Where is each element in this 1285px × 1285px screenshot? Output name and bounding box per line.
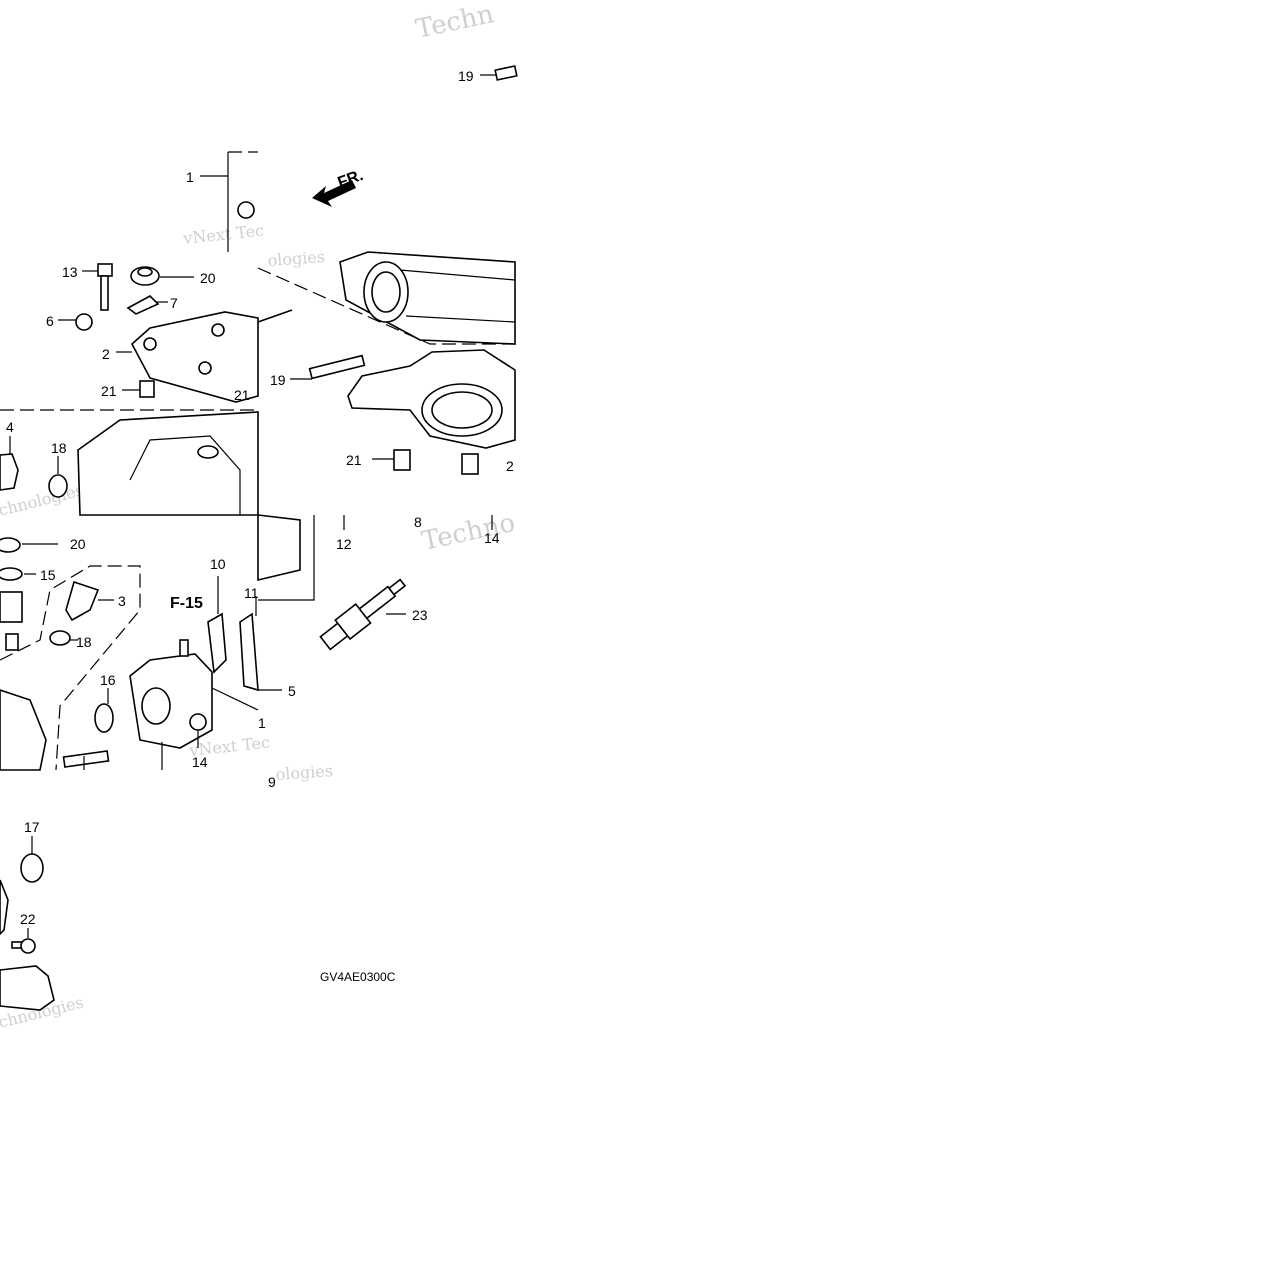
- cylinder-head-body: [0, 409, 259, 516]
- callout-1: 1: [186, 169, 194, 185]
- callout-20: 20: [70, 536, 86, 552]
- callout-9: 9: [268, 774, 276, 790]
- callout-1: 1: [258, 715, 266, 731]
- callout-12: 12: [336, 536, 352, 552]
- lower-parts-group: [0, 537, 282, 771]
- callout-14: 14: [192, 754, 208, 770]
- stud-bolt-part: [480, 65, 518, 81]
- callout-18: 18: [51, 440, 67, 456]
- callout-13: 13: [62, 264, 78, 280]
- callout-2: 2: [102, 346, 110, 362]
- callout-21: 21: [234, 387, 250, 403]
- callout-8: 8: [414, 514, 422, 530]
- head-gasket-part: [290, 349, 516, 475]
- callout-16: 16: [100, 672, 116, 688]
- callout-2: 2: [506, 458, 514, 474]
- callout-19: 19: [458, 68, 474, 84]
- callout-5: 5: [288, 683, 296, 699]
- front-direction-arrow: FR.: [312, 167, 366, 207]
- callout-7: 7: [170, 295, 178, 311]
- reference-label: F-15: [170, 595, 203, 612]
- cylinder-head-part: [257, 251, 516, 345]
- callout-14: 14: [484, 530, 500, 546]
- rocker-holder-assembly: [58, 151, 293, 403]
- callout-18: 18: [76, 634, 92, 650]
- watermark-text: Techno: [419, 508, 518, 557]
- bottom-parts-group: [0, 836, 55, 1011]
- callout-4: 4: [6, 419, 14, 435]
- callout-23: 23: [412, 607, 428, 623]
- callout-labels: 19 1 13 20 7 6 2 19 21 21 4 18 21 2 8 14…: [6, 68, 514, 984]
- watermark-text: ologies: [275, 761, 334, 784]
- callout-10: 10: [210, 556, 226, 572]
- callout-19: 19: [270, 372, 286, 388]
- cylinder-part: [257, 514, 493, 651]
- callout-11: 11: [244, 585, 259, 601]
- callout-17: 17: [24, 819, 40, 835]
- callout-20: 20: [200, 270, 216, 286]
- callout-21: 21: [346, 452, 362, 468]
- drawing-code: GV4AE0300C: [320, 970, 396, 984]
- callout-15: 15: [40, 567, 56, 583]
- callout-3: 3: [118, 593, 126, 609]
- callout-22: 22: [20, 911, 36, 927]
- callout-6: 6: [46, 313, 54, 329]
- front-direction-label: FR.: [336, 167, 366, 192]
- watermark-text: vNext Tec: [181, 221, 264, 248]
- callout-21: 21: [101, 383, 117, 399]
- watermark-text: Techn: [413, 0, 497, 45]
- watermark-text: ologies: [267, 247, 326, 270]
